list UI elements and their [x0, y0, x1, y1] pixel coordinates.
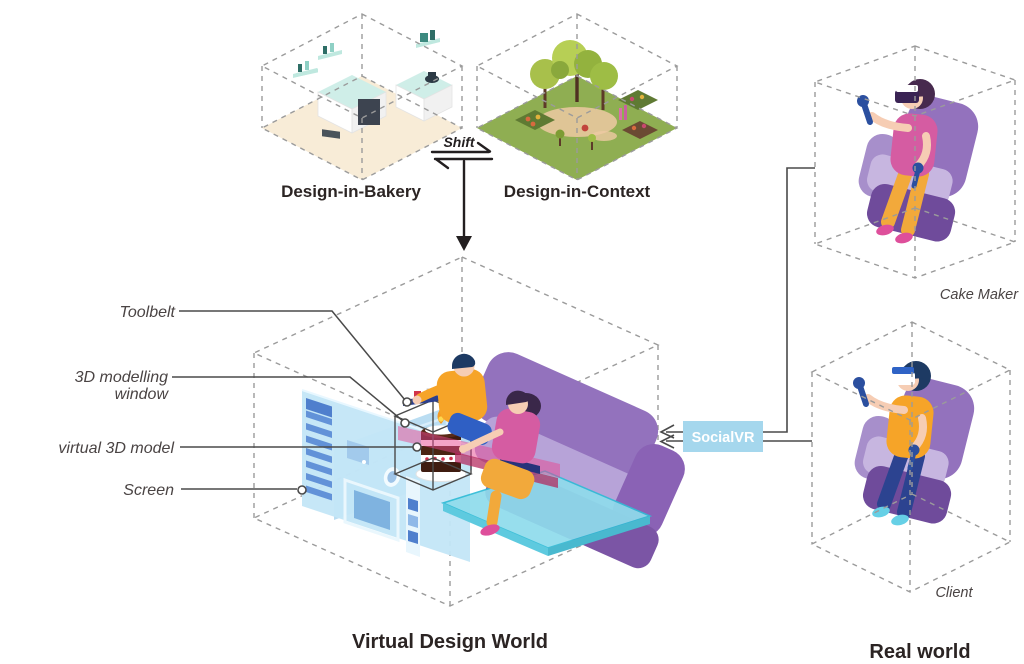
- bakery-dashed-cube: [260, 13, 464, 181]
- vr-controller-icon: [857, 383, 869, 407]
- arrowhead-top-icon: [659, 424, 675, 439]
- shoe-icon: [876, 224, 894, 236]
- tree-icon: [530, 40, 618, 110]
- shift-arrow-left-icon: [433, 157, 494, 170]
- shoe-icon: [872, 506, 890, 518]
- context-dashed-cube: [475, 13, 679, 181]
- annotation-leaders: Toolbelt 3D modelling window virtual 3D …: [58, 304, 422, 499]
- context-caption: Design-in-Context: [504, 182, 651, 201]
- client-dashed-cube: [810, 321, 1012, 593]
- arrowhead-bottom-icon: [659, 434, 675, 449]
- socialvr-badge: SocialVR: [683, 421, 763, 452]
- socialvr-label: SocialVR: [692, 430, 755, 446]
- oven-icon: [358, 99, 380, 125]
- client-box: Client: [810, 321, 1012, 601]
- screen-label: Screen: [123, 482, 174, 499]
- bakery-kitchen-scene: [293, 30, 453, 139]
- virtual-design-world-box: Virtual Design World: [252, 256, 685, 653]
- cake-maker-figure: [857, 79, 979, 244]
- man-hair: [451, 353, 476, 369]
- shift-label: Shift: [443, 134, 475, 150]
- modelling-window-label-2: window: [115, 386, 170, 403]
- garden-scene: [515, 40, 658, 150]
- bakery-caption: Design-in-Bakery: [281, 182, 421, 201]
- woman-figure: [459, 390, 541, 536]
- cake-maker-dashed-cube: [812, 45, 1018, 279]
- vr-headset-icon: [895, 90, 919, 103]
- modelling-window-label-1: 3D modelling: [75, 369, 168, 386]
- vr-headset-icon: [891, 372, 915, 385]
- screen-sidebar-bars: [306, 398, 332, 501]
- virtual-world-caption: Virtual Design World: [352, 631, 548, 653]
- screen-window-outline: [343, 477, 400, 543]
- real-world-caption: Real world: [869, 641, 970, 663]
- screen-window-fill: [354, 490, 390, 530]
- client-label: Client: [935, 585, 973, 601]
- cake-maker-connection: [666, 167, 815, 433]
- shift-arrows: Shift: [430, 134, 494, 251]
- vr-controller-icon: [861, 101, 873, 125]
- down-arrow-head-icon: [456, 236, 472, 251]
- man-figure: [412, 353, 492, 445]
- virtual-model-label: virtual 3D model: [58, 440, 174, 457]
- glass-table: [440, 470, 653, 556]
- woman-hair: [506, 390, 529, 405]
- socialvr-connections: [659, 167, 815, 449]
- cake-maker-box: Cake Maker: [812, 45, 1019, 303]
- design-in-bakery-box: Design-in-Bakery: [260, 13, 464, 201]
- cake-maker-label: Cake Maker: [940, 287, 1019, 303]
- design-in-context-box: Design-in-Context: [475, 13, 679, 201]
- shift-arrow-right-icon: [430, 141, 492, 154]
- toolbelt-label: Toolbelt: [120, 304, 176, 321]
